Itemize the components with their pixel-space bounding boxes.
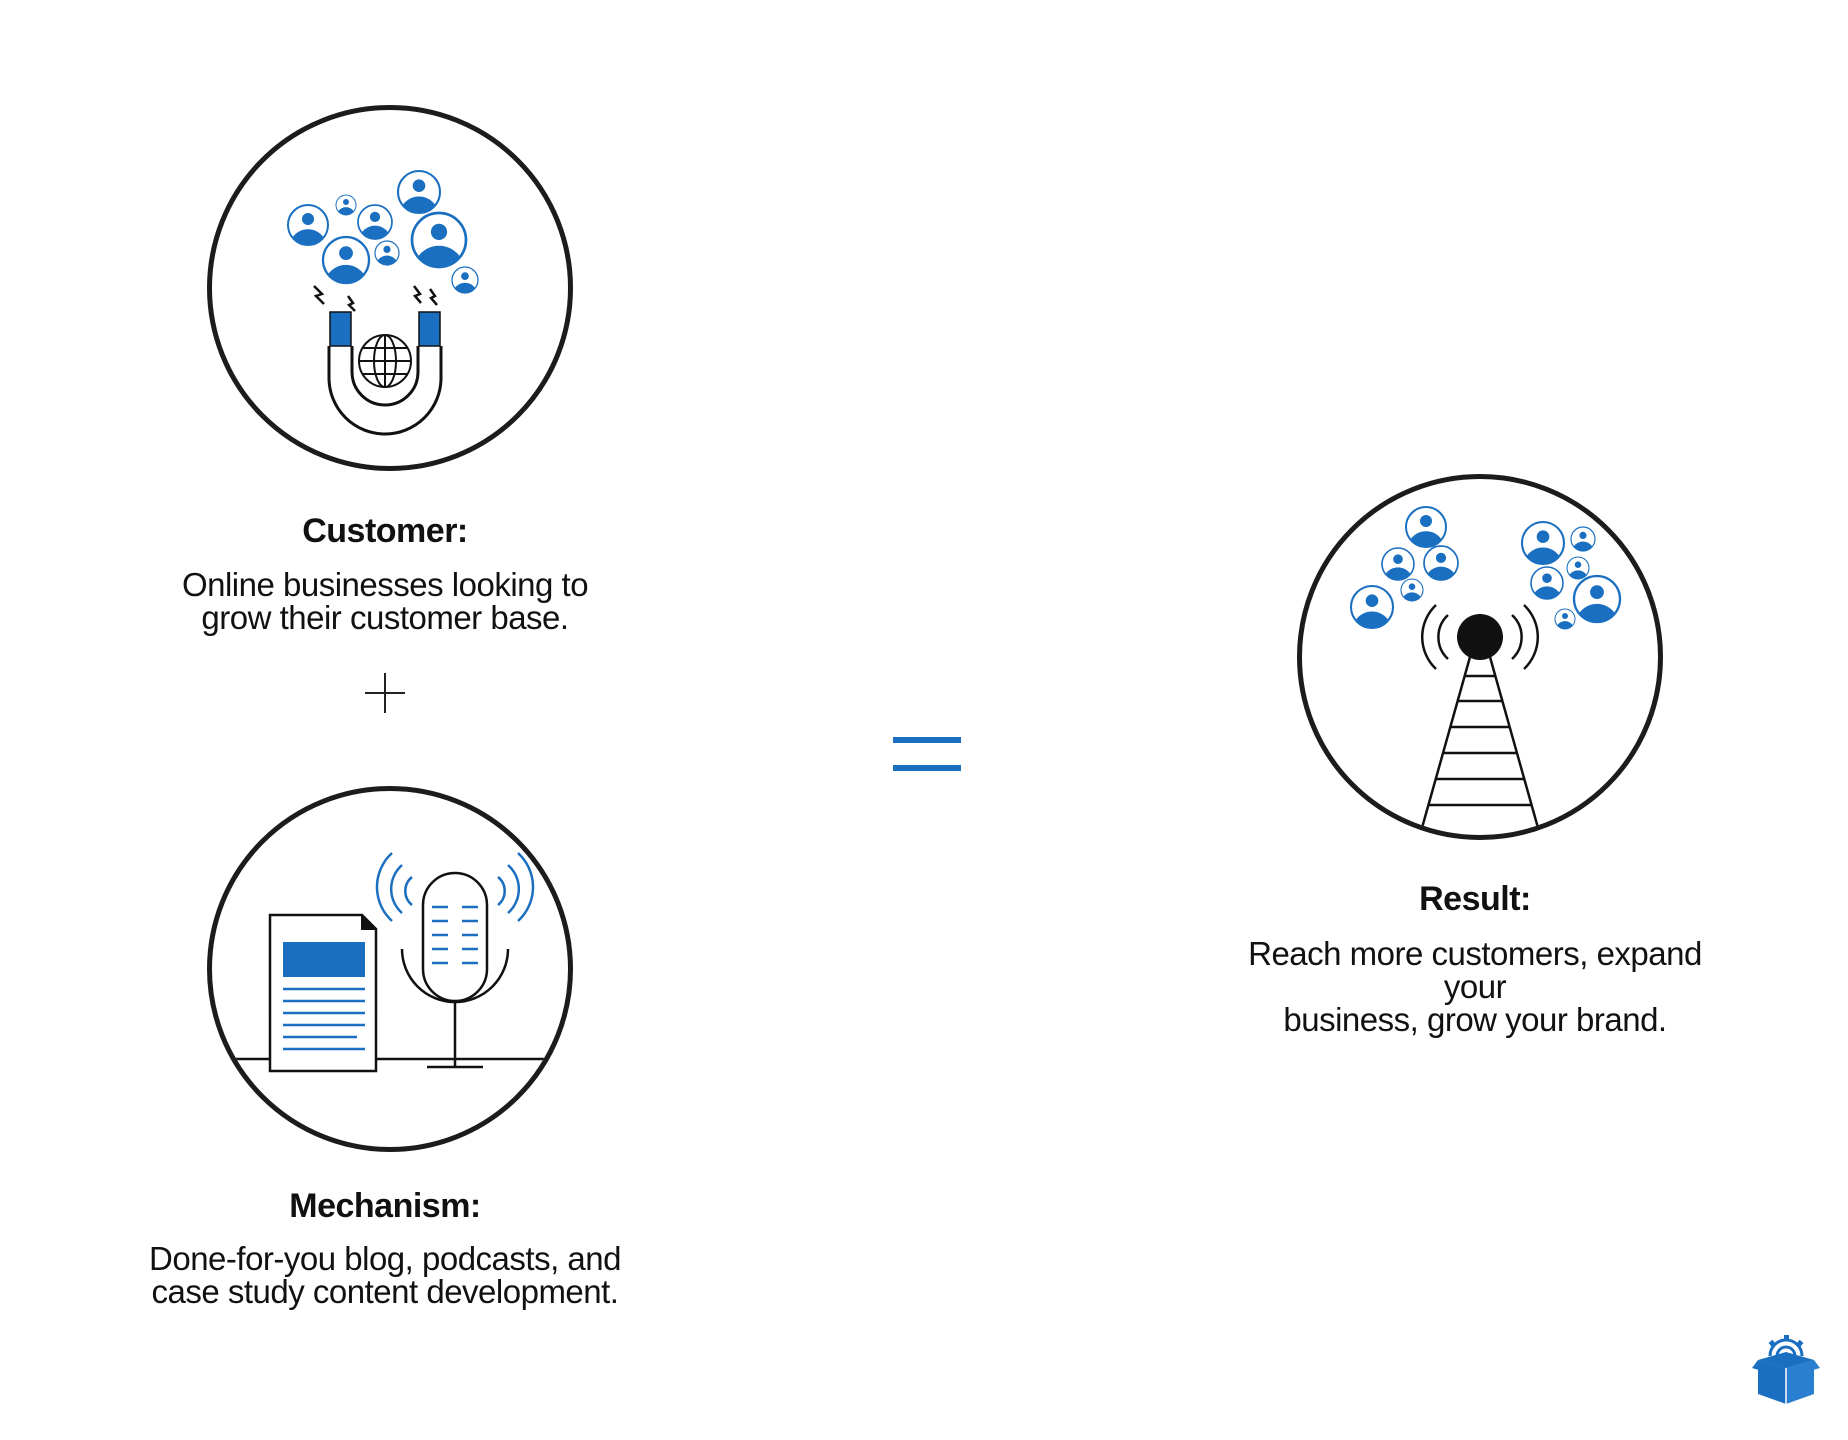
broadcast-tower-people-icon (1302, 479, 1658, 835)
customer-description-line: grow their customer base. (201, 599, 569, 636)
document-and-microphone-icon (212, 852, 568, 1073)
mechanism-title: Mechanism: (289, 1187, 481, 1225)
result-description-line: Reach more customers, expand your (1248, 935, 1702, 1005)
plus-icon (365, 673, 405, 713)
equals-icon (893, 737, 961, 771)
mechanism-description: Done-for-you blog, podcasts, and case st… (135, 1242, 635, 1308)
customer-title: Customer: (302, 512, 468, 550)
mechanism-description-line: case study content development. (151, 1273, 619, 1310)
result-illustration (1297, 474, 1663, 840)
box-gear-logo (1752, 1335, 1820, 1404)
customer-description-line: Online businesses looking to (181, 566, 589, 603)
customer-description: Online businesses looking to grow their … (155, 568, 615, 634)
mechanism-description-line: Done-for-you blog, podcasts, and (149, 1240, 621, 1277)
result-description: Reach more customers, expand your busine… (1215, 937, 1735, 1036)
result-description-line: business, grow your brand. (1283, 1001, 1667, 1038)
magnet-attracting-people-icon (212, 110, 568, 436)
result-title: Result: (1419, 880, 1531, 918)
mechanism-illustration (207, 786, 573, 1152)
customer-illustration (207, 105, 573, 471)
